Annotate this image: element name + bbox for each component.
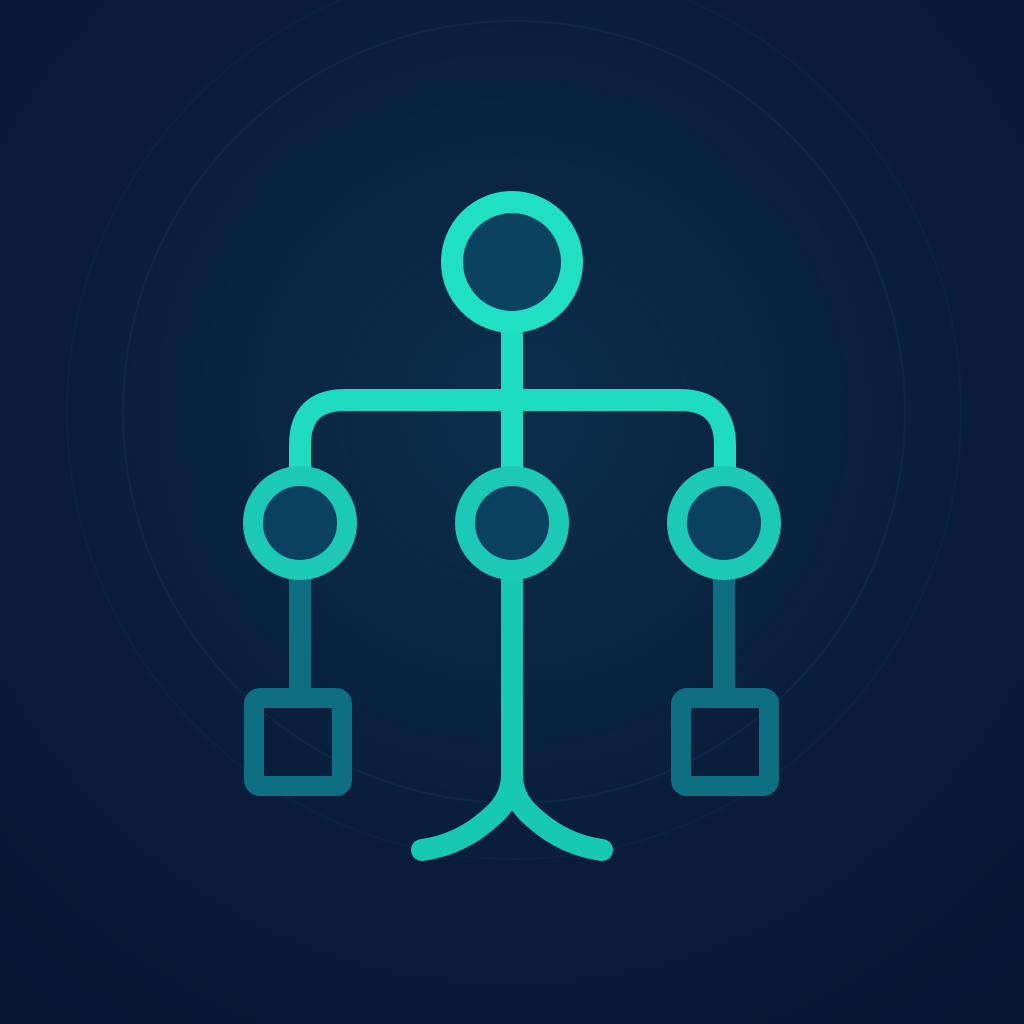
center-child-node: [455, 466, 569, 580]
center-trunk-right-foot: [501, 764, 613, 861]
left-child-node: [243, 466, 357, 580]
right-leaf-square: [671, 688, 779, 796]
center-trunk: [411, 567, 523, 861]
left-leaf-square: [244, 688, 352, 796]
right-child-node: [667, 466, 781, 580]
root-node: [441, 191, 583, 333]
